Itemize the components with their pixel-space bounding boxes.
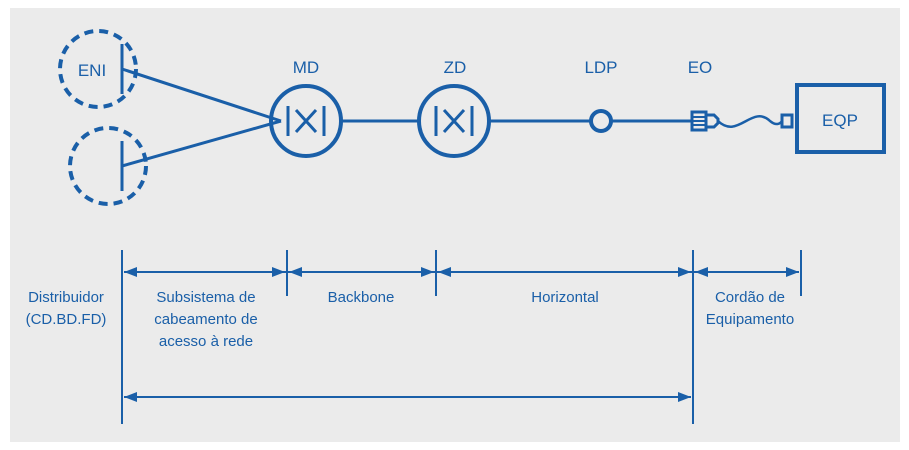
subsistema-label-line2: cabeamento de [154, 311, 257, 328]
zd-cross-connect-icon [417, 84, 491, 158]
md-cross-connect-icon [269, 84, 343, 158]
horizontal-label: Horizontal [531, 289, 599, 306]
eqp-label: EQP [822, 111, 858, 130]
distribuidor-label-line1: Distribuidor [28, 289, 104, 306]
eo-label: EO [688, 58, 713, 77]
cordao-label-line1: Cordão de [715, 289, 785, 306]
eo-outlet-plug-icon [690, 110, 794, 132]
cordao-label-line2: Equipamento [706, 311, 794, 328]
eqp-equipment-box-icon [795, 83, 886, 154]
backbone-label: Backbone [328, 289, 395, 306]
subsistema-label-line1: Subsistema de [156, 289, 255, 306]
distribuidor-label-line2: (CD.BD.FD) [26, 311, 107, 328]
eni-label: ENI [78, 61, 106, 80]
zd-label: ZD [444, 58, 467, 77]
subsistema-label-line3: acesso à rede [159, 333, 253, 350]
dashed-circle-icon [68, 126, 148, 206]
ldp-label: LDP [584, 58, 617, 77]
dimension-arrows [124, 267, 799, 402]
link-eni-md [121, 67, 282, 123]
md-label: MD [293, 58, 319, 77]
ldp-ring-icon [589, 109, 613, 133]
link-second-md [121, 119, 282, 168]
